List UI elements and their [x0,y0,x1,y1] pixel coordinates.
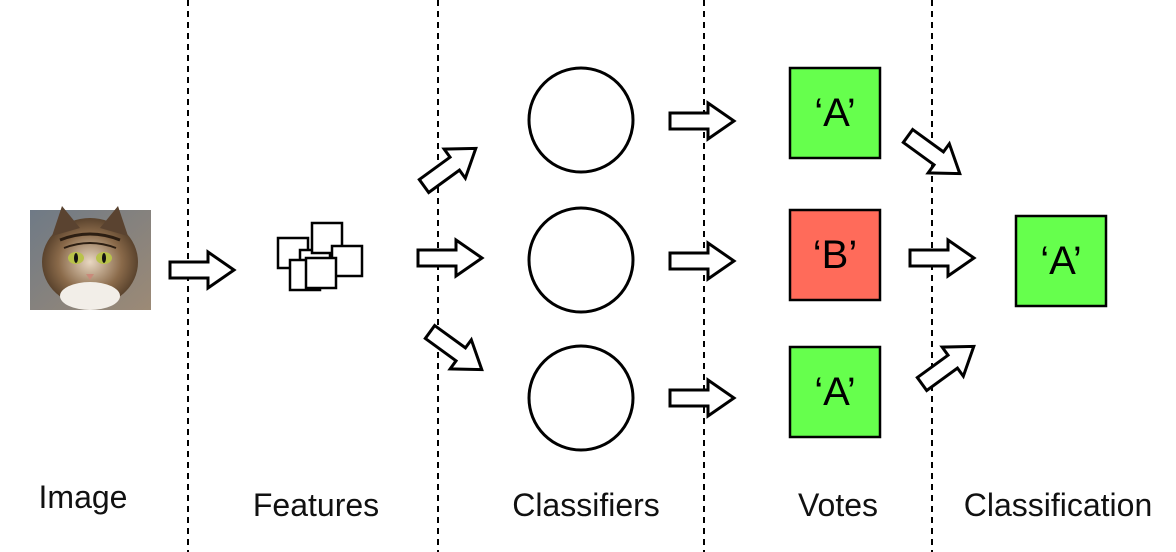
arrow-classifier-2-to-vote [668,241,736,281]
vote-box-3 [788,345,882,439]
arrow-vote-3-to-result [909,330,986,401]
arrow-features-to-classifier-3 [417,315,494,386]
vote-box-2 [788,208,882,302]
arrow-image-to-features [168,250,236,290]
arrow-classifier-1-to-vote [668,101,736,141]
label-features: Features [253,487,379,523]
arrow-vote-1-to-result [895,119,972,190]
arrow-vote-2-to-result [908,238,976,278]
classifiers [527,66,635,452]
arrow-features-to-classifier-2 [416,238,484,278]
label-classification: Classification [964,487,1153,523]
vote-3-label: ‘A’ [814,370,855,414]
arrow-classifier-3-to-vote [668,378,736,418]
label-image: Image [39,479,128,515]
vote-box-1 [788,66,882,160]
label-votes: Votes [798,487,878,523]
stacked-squares-icon [276,221,364,292]
result-label: ‘A’ [1040,239,1081,283]
vote-boxes [788,66,1108,439]
classifier-3 [527,344,635,452]
label-classifiers: Classifiers [512,487,660,523]
result-box [1014,214,1108,308]
arrow-features-to-classifier-1 [411,132,488,203]
classifier-1 [527,66,635,174]
vote-1-label: ‘A’ [814,91,855,135]
classifier-2 [527,206,635,314]
cat-photo-icon [30,206,151,310]
vote-2-label: ‘B’ [813,233,857,277]
